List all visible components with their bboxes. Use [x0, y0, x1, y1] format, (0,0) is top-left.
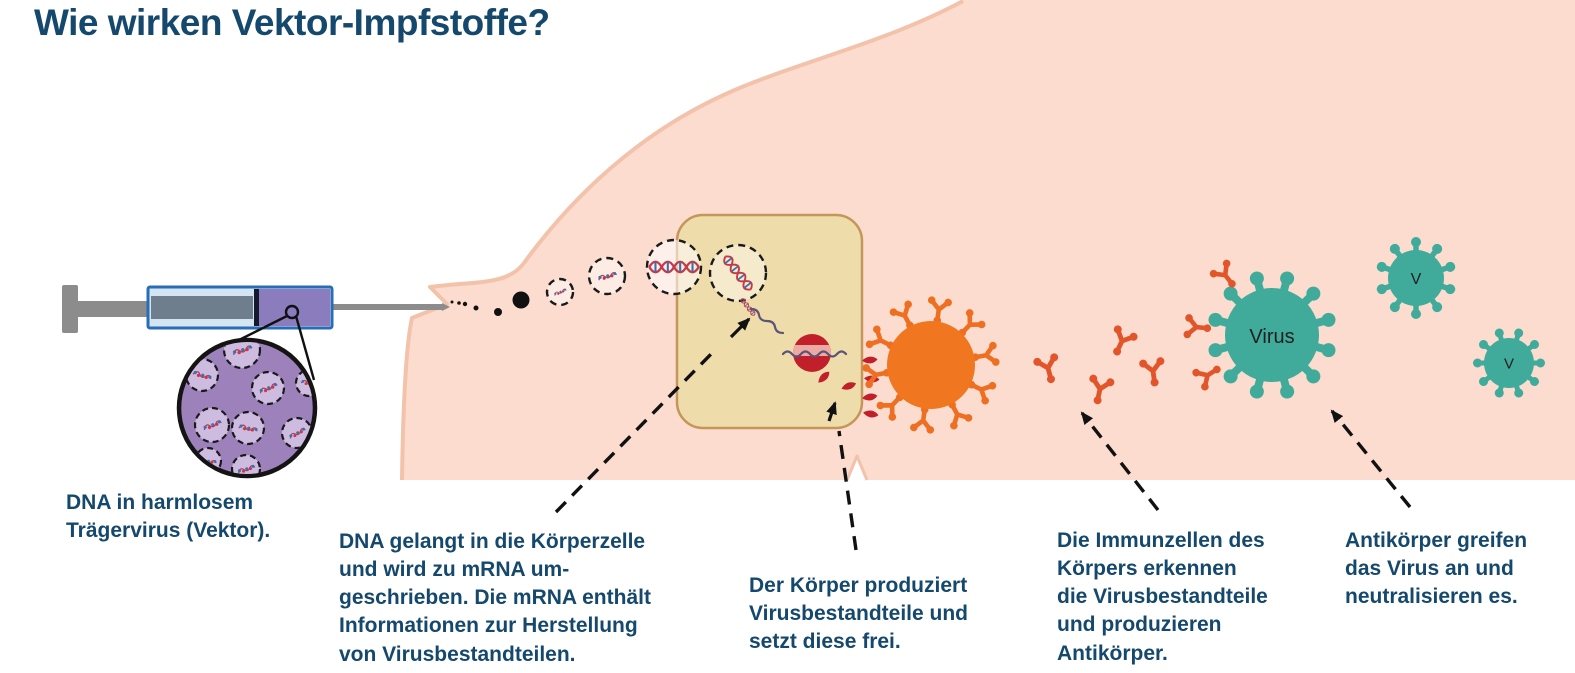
syringe-plunger-rod [76, 301, 150, 317]
membrane-tear [845, 454, 869, 481]
magnifier-anchor [284, 304, 300, 320]
pointer-release [837, 430, 858, 551]
syringe-piston [151, 296, 253, 319]
transcription-arrow [729, 317, 751, 339]
ribosome [781, 334, 848, 372]
vector-magnifier [176, 337, 318, 479]
syringe [62, 285, 450, 381]
caption-neutralize: Antikörper greifen das Virus an und neut… [1345, 529, 1528, 609]
pointer-neutralize [1330, 409, 1412, 509]
syringe-needle [332, 304, 442, 310]
mrna-squiggle [749, 307, 785, 335]
release-arrow [826, 401, 837, 422]
page-title: Wie wirken Vektor-Impfstoffe? [34, 2, 550, 43]
caption-immune: Die Immunzellen des Körpers erkennen die… [1057, 529, 1268, 665]
pointer-cell-entry [554, 349, 716, 514]
virus-small-2: V [1473, 327, 1545, 398]
mrna-transcription [739, 296, 785, 335]
virus-body [1225, 288, 1319, 382]
caption-release: Der Körper produziert Virusbestandteile … [749, 574, 968, 654]
virus-small-1: V [1375, 237, 1456, 319]
pointer-immune [1080, 411, 1160, 512]
caption-vector: DNA in harmlosem Trägervirus (Vektor). [66, 491, 271, 543]
virus-label: V [1504, 356, 1514, 373]
virus-label: Virus [1249, 326, 1294, 348]
syringe-plunger-handle [62, 285, 78, 333]
injection-particle-trail [450, 291, 530, 316]
body-shape [400, 0, 1575, 481]
virus-label: V [1411, 271, 1422, 288]
virus-large: Virus [1183, 258, 1337, 400]
mrna-strand [781, 350, 848, 358]
immune-cell-body [887, 321, 975, 409]
caption-cell-entry: DNA gelangt in die Körperzelle und wird … [339, 530, 651, 666]
immune-cell [862, 296, 1000, 434]
